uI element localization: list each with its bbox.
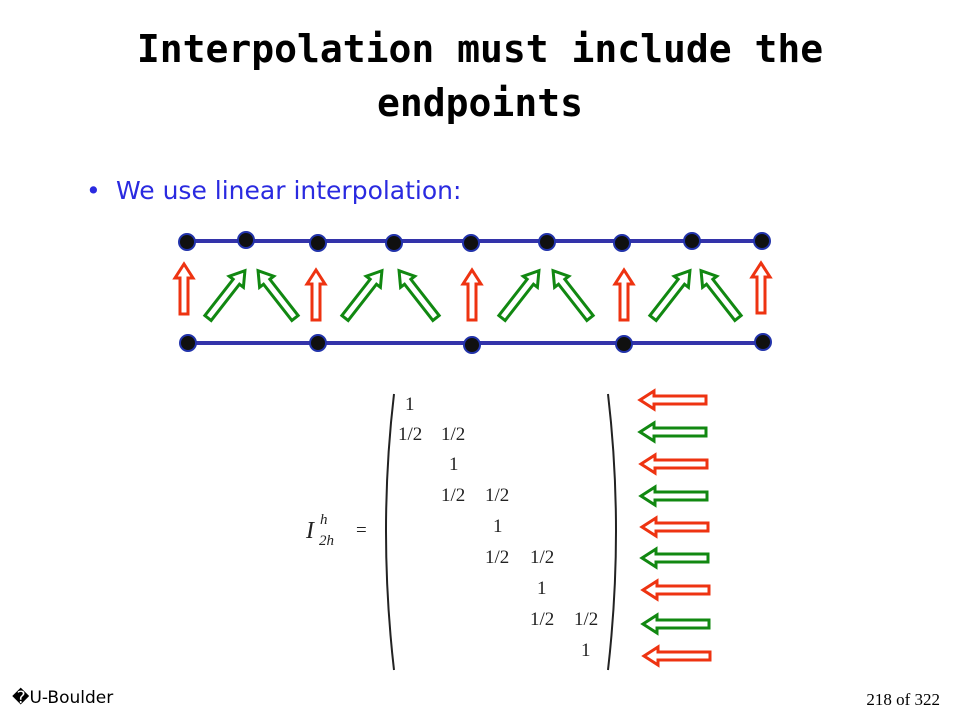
red-up-arrow-icon (749, 260, 773, 315)
fine-node (237, 231, 255, 249)
fine-node (178, 233, 196, 251)
slide-title-line2: endpoints (377, 81, 583, 125)
footer-left-text: U-Boulder (29, 688, 114, 708)
coarse-node (179, 334, 197, 352)
green-diagonal-arrow-icon (496, 268, 541, 323)
bullet-item: • We use linear interpolation: (86, 176, 461, 205)
matrix-cell: 1 (449, 454, 459, 475)
red-left-arrow-icon (641, 644, 712, 668)
green-diagonal-arrow-icon (397, 268, 442, 323)
coarse-grid-nodes (179, 333, 772, 354)
coarse-node (754, 333, 772, 351)
slide-title-line1: Interpolation must include the (136, 27, 824, 71)
green-diagonal-arrow-icon (699, 268, 744, 323)
bullet-text: We use linear interpolation: (116, 176, 462, 205)
coarse-node (309, 334, 327, 352)
slide-title: Interpolation must include the endpoints (0, 22, 960, 130)
matrix-cell: 1/2 (530, 609, 554, 630)
red-left-arrow-icon (640, 578, 711, 602)
operator-subscript: 2h (319, 533, 334, 549)
fine-node (683, 232, 701, 250)
green-diagonal-arrow-icon (202, 268, 247, 323)
matrix-cell: 1/2 (441, 424, 465, 445)
red-up-arrow-icon (460, 267, 484, 322)
red-left-arrow-icon (639, 515, 710, 539)
green-left-arrow-icon (637, 420, 708, 444)
red-left-arrow-icon (637, 388, 708, 412)
matrix-cell: 1 (581, 640, 591, 661)
equals-sign: = (356, 520, 367, 541)
matrix-cell: 1/2 (485, 485, 509, 506)
footer-copyright: �U-Boulder (12, 688, 113, 708)
right-bracket (607, 393, 617, 671)
green-diagonal-arrow-icon (339, 268, 384, 323)
red-up-arrow-icon (172, 261, 196, 316)
copyright-icon: � (12, 688, 30, 708)
injection-arrows (172, 260, 773, 322)
operator-symbol: I (305, 518, 315, 544)
fine-node (613, 234, 631, 252)
green-diagonal-arrow-icon (256, 268, 301, 323)
operator-superscript: h (320, 512, 328, 528)
averaging-arrows (202, 268, 744, 323)
green-diagonal-arrow-icon (647, 268, 692, 323)
matrix-entries: 1 1/2 1/2 1 1/2 1/2 1 1/2 1/2 1 1/2 1/2 … (398, 394, 598, 661)
slide-counter: 218 of 322 (866, 690, 940, 709)
coarse-node (463, 336, 481, 354)
green-diagonal-arrow-icon (551, 268, 596, 323)
fine-node (462, 234, 480, 252)
bullet-dot-icon: • (86, 176, 101, 205)
fine-grid-nodes (178, 231, 771, 252)
interpolation-operator-label: I h 2h = (305, 512, 367, 549)
red-up-arrow-icon (304, 267, 328, 322)
left-bracket (385, 393, 395, 671)
red-left-arrow-icon (638, 452, 709, 476)
red-up-arrow-icon (612, 267, 636, 322)
matrix-cell: 1/2 (485, 547, 509, 568)
fine-node (385, 234, 403, 252)
green-left-arrow-icon (640, 612, 711, 636)
matrix-cell: 1/2 (398, 424, 422, 445)
green-left-arrow-icon (638, 484, 709, 508)
fine-node (538, 233, 556, 251)
fine-node (753, 232, 771, 250)
fine-node (309, 234, 327, 252)
matrix-cell: 1/2 (530, 547, 554, 568)
matrix-cell: 1 (493, 516, 503, 537)
green-left-arrow-icon (639, 546, 710, 570)
matrix-cell: 1 (405, 394, 415, 415)
row-arrows (637, 388, 712, 668)
coarse-node (615, 335, 633, 353)
matrix-cell: 1/2 (574, 609, 598, 630)
matrix-cell: 1/2 (441, 485, 465, 506)
matrix-cell: 1 (537, 578, 547, 599)
